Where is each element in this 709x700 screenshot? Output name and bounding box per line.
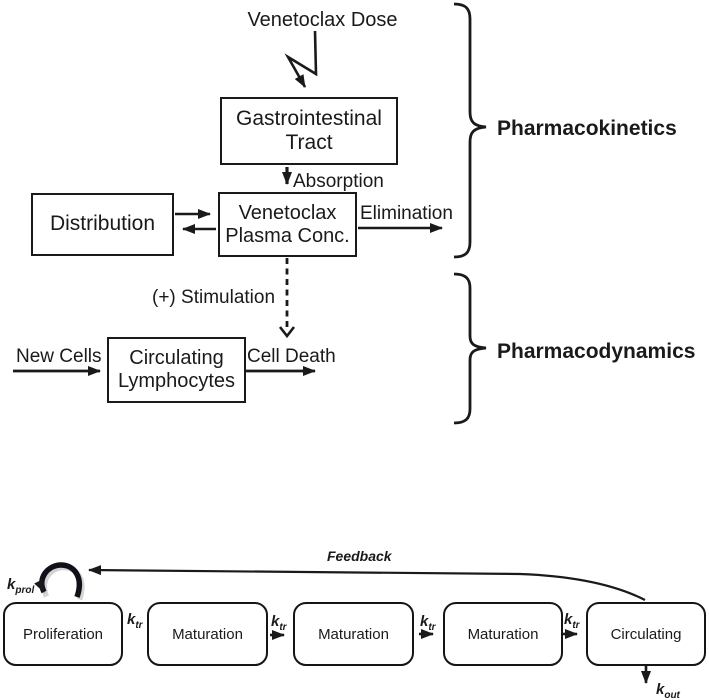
gi-box-line2: Tract — [285, 131, 333, 154]
lymphocytes-box-line2: Lymphocytes — [117, 370, 236, 392]
ktr4-base: k — [564, 611, 573, 628]
ktr-label-1: ktr — [127, 611, 143, 631]
stimulation-arrowhead — [278, 326, 296, 339]
ktr2-sub: tr — [279, 622, 287, 633]
circulating-box: Circulating — [586, 602, 706, 666]
venetoclax-dose-label: Venetoclax Dose — [247, 9, 398, 31]
pharmacodynamics-bracket — [453, 272, 487, 425]
ktr-label-3: ktr — [420, 613, 436, 633]
distribution-box: Distribution — [31, 193, 174, 256]
maturation-box-2: Maturation — [293, 602, 414, 666]
ktr4-sub: tr — [572, 620, 580, 631]
ktr1-sub: tr — [135, 620, 143, 631]
kprol-label: kprol — [7, 576, 35, 596]
cell-death-label: Cell Death — [247, 346, 336, 367]
circulating-lymphocytes-box: Circulating Lymphocytes — [107, 337, 246, 403]
maturation-box-1-label: Maturation — [172, 625, 243, 643]
kout-label: kout — [656, 681, 680, 700]
elimination-label: Elimination — [360, 203, 453, 224]
pharmacodynamics-label: Pharmacodynamics — [497, 340, 696, 363]
maturation-box-1: Maturation — [147, 602, 268, 666]
ktr-label-4: ktr — [564, 611, 580, 631]
plasma-box-line2: Plasma Conc. — [225, 224, 350, 247]
circulating-box-label: Circulating — [610, 625, 682, 643]
feedback-arrow — [88, 565, 646, 601]
absorption-label: Absorption — [293, 171, 384, 192]
ktr3-sub: tr — [428, 622, 436, 633]
kprol-base: k — [7, 576, 16, 593]
pharmacokinetics-bracket — [453, 2, 487, 259]
venetoclax-plasma-box: Venetoclax Plasma Conc. — [218, 192, 357, 257]
ktr1-base: k — [127, 611, 136, 628]
kprol-self-loop — [34, 562, 83, 598]
proliferation-box: Proliferation — [3, 602, 123, 666]
gi-box-line1: Gastrointestinal — [236, 106, 382, 130]
pharmacokinetics-label: Pharmacokinetics — [497, 117, 677, 140]
maturation-box-2-label: Maturation — [318, 625, 389, 643]
proliferation-box-label: Proliferation — [22, 625, 104, 643]
kout-base: k — [656, 681, 665, 698]
stimulation-label: (+) Stimulation — [152, 287, 276, 308]
kout-sub: out — [664, 690, 680, 700]
ktr-label-2: ktr — [271, 613, 287, 633]
maturation-box-3-label: Maturation — [467, 625, 539, 643]
ktr3-base: k — [420, 613, 429, 630]
maturation-box-3: Maturation — [443, 602, 563, 666]
ktr2-base: k — [271, 613, 280, 630]
lymphocytes-box-line1: Circulating — [129, 347, 224, 369]
kprol-sub: prol — [15, 585, 35, 596]
plasma-box-line1: Venetoclax — [238, 201, 337, 224]
feedback-label: Feedback — [327, 548, 392, 564]
gastrointestinal-tract-box: Gastrointestinal Tract — [220, 97, 398, 165]
dose-arrow — [284, 30, 318, 88]
new-cells-label: New Cells — [16, 346, 102, 367]
distribution-box-label: Distribution — [49, 212, 156, 236]
